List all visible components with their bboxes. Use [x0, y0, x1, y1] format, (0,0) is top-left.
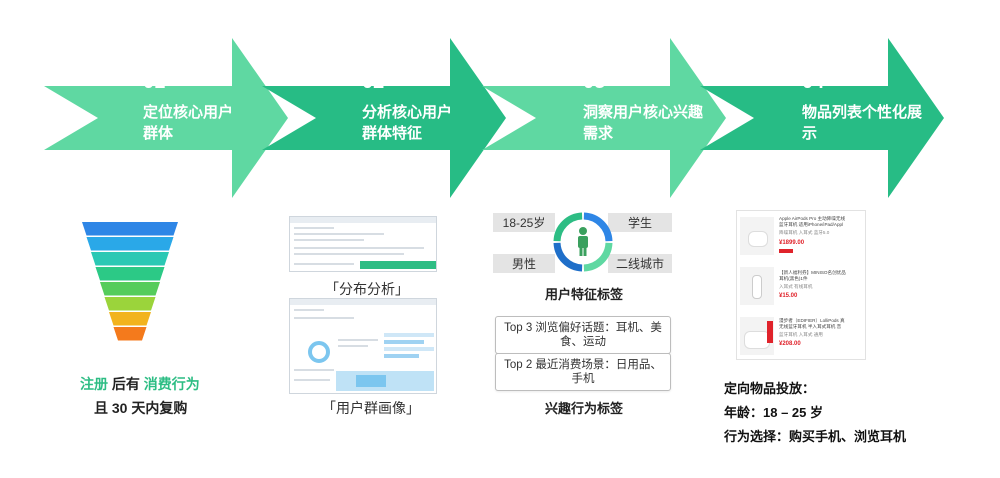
- step-2-label: 02 分析核心用户 群体特征: [362, 70, 452, 144]
- user-feature-tag-label: 用户特征标签: [545, 287, 624, 302]
- step-title-line1: 定位核心用户: [143, 104, 234, 121]
- funnel-layer: [91, 252, 169, 266]
- interest-behavior-tag-label: 兴趣行为标签: [545, 401, 624, 416]
- caption-text: 后有: [108, 376, 144, 392]
- step-number: 04: [802, 71, 825, 93]
- funnel-layer: [82, 222, 178, 236]
- product-attrs: 降噪耳机 入耳式 蓝牙5.0: [779, 230, 830, 235]
- step-arrow-1: [44, 38, 288, 198]
- product-title-2: 蓝牙耳机 适用iPhone/iPad/Appl: [779, 222, 844, 227]
- ring-segment-icon: [553, 212, 583, 242]
- product-price: ¥15.00: [779, 293, 798, 299]
- funnel-layer: [113, 327, 147, 341]
- step-title-line2: 示: [802, 125, 818, 142]
- step-title-line1: 物品列表个性化展: [802, 104, 923, 121]
- step-1-label: 01 定位核心用户 群体: [143, 70, 233, 144]
- product-price: ¥208.00: [779, 341, 801, 347]
- product-list-screenshot: Apple AirPods Pro 主动降噪无线 蓝牙耳机 适用iPhone/i…: [736, 210, 866, 360]
- step-title-line1: 洞察用户核心兴趣: [583, 104, 704, 121]
- step-number: 02: [362, 71, 385, 93]
- product-title: 【新人福利券】MINISO名创优品: [779, 270, 846, 275]
- step-number: 01: [143, 71, 166, 93]
- funnel-caption-line1: 注册 后有 消费行为: [80, 374, 200, 394]
- ring-segment-icon: [553, 242, 583, 272]
- person-icon: [578, 227, 588, 256]
- funnel-layer: [86, 237, 174, 251]
- product-title: Apple AirPods Pro 主动降噪无线: [779, 216, 846, 221]
- step-number: 03: [583, 71, 606, 93]
- funnel-layer: [109, 312, 151, 326]
- ring-segment-icon: [583, 212, 613, 242]
- step-3-label: 03 洞察用户核心兴趣 需求: [583, 70, 703, 144]
- highlight-register: 注册: [80, 376, 108, 392]
- product-attrs: 蓝牙耳机 入耳式 通用: [779, 332, 823, 337]
- consumption-scene-tag: Top 2 最近消费场景：日用品、手机: [495, 353, 671, 391]
- funnel-caption-line2: 且 30 天内复购: [94, 400, 188, 416]
- step-title-line2: 群体特征: [362, 125, 423, 142]
- tag-gender: 男性: [493, 254, 555, 273]
- highlight-consume: 消费行为: [143, 376, 200, 392]
- step-title-line2: 需求: [583, 125, 614, 142]
- product-item: 【新人福利券】MINISO名创优品 耳机(黑色)1件 入耳式 有线耳机 ¥15.…: [737, 263, 865, 311]
- distribution-analysis-caption: 「分布分析」: [325, 281, 409, 297]
- product-item: Apple AirPods Pro 主动降噪无线 蓝牙耳机 适用iPhone/i…: [737, 213, 865, 261]
- step-arrow-2: [262, 38, 506, 198]
- user-profile-icon: [553, 212, 613, 272]
- targeting-behavior: 行为选择：购买手机、浏览耳机: [724, 429, 907, 444]
- product-title: 漫步者（EDIFIER）LolliPods 真: [779, 318, 845, 323]
- tag-student: 学生: [608, 213, 672, 232]
- product-price: ¥1899.00: [779, 240, 805, 246]
- user-portrait-screenshot: [289, 298, 437, 394]
- funnel-layer: [104, 297, 156, 311]
- step-4-label: 04 物品列表个性化展 示: [802, 70, 922, 144]
- browse-preference-tag: Top 3 浏览偏好话题：耳机、美食、运动: [495, 316, 671, 354]
- product-item: 漫步者（EDIFIER）LolliPods 真 无线蓝牙耳机 半入耳式耳机 音 …: [737, 313, 865, 359]
- user-portrait-caption: 「用户群画像」: [322, 400, 420, 416]
- tag-city: 二线城市: [608, 254, 672, 273]
- process-arrows: [44, 38, 944, 198]
- targeting-title: 定向物品投放：: [724, 381, 816, 396]
- product-title-2: 无线蓝牙耳机 半入耳式耳机 音: [779, 324, 842, 329]
- distribution-analysis-screenshot: [289, 216, 437, 272]
- step-arrow-3: [482, 38, 726, 198]
- step-arrow-4: [700, 38, 944, 198]
- funnel-layer: [95, 267, 165, 281]
- step-title-line1: 分析核心用户: [362, 104, 453, 121]
- product-attrs: 入耳式 有线耳机: [779, 284, 813, 289]
- step-title-line2: 群体: [143, 125, 174, 142]
- targeting-age: 年龄：18 – 25 岁: [724, 405, 823, 420]
- ring-segment-icon: [583, 242, 613, 272]
- funnel-layer: [100, 282, 160, 296]
- product-title-2: 耳机(黑色)1件: [779, 276, 808, 281]
- tag-age: 18-25岁: [493, 213, 555, 232]
